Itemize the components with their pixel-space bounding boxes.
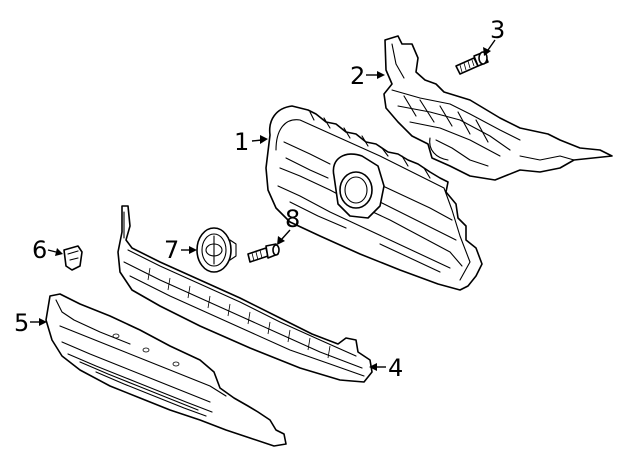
callout-6: 6 [32, 236, 63, 264]
lower-bumper-grille [45, 293, 287, 447]
callout-1-number: 1 [234, 128, 249, 156]
callout-2-number: 2 [350, 62, 365, 90]
callout-5: 5 [14, 309, 47, 337]
callout-4-number: 4 [388, 354, 403, 382]
callout-7-number: 7 [164, 236, 179, 264]
grille-assembly [265, 105, 483, 291]
callout-6-number: 6 [32, 236, 47, 264]
callout-4: 4 [369, 354, 403, 382]
lower-grille-molding [117, 205, 373, 383]
callout-3: 3 [483, 16, 505, 56]
callout-1: 1 [234, 128, 268, 156]
callout-8-number: 8 [285, 205, 300, 233]
callout-3-number: 3 [490, 16, 505, 44]
retainer-clip [63, 245, 83, 271]
bracket-bolt [455, 51, 489, 75]
callout-5-number: 5 [14, 309, 29, 337]
callout-2: 2 [350, 62, 385, 90]
upper-support-bracket [383, 35, 613, 181]
callout-7: 7 [164, 236, 197, 264]
emblem [196, 227, 237, 273]
emblem-bolt [247, 243, 280, 263]
callout-8: 8 [277, 205, 300, 245]
